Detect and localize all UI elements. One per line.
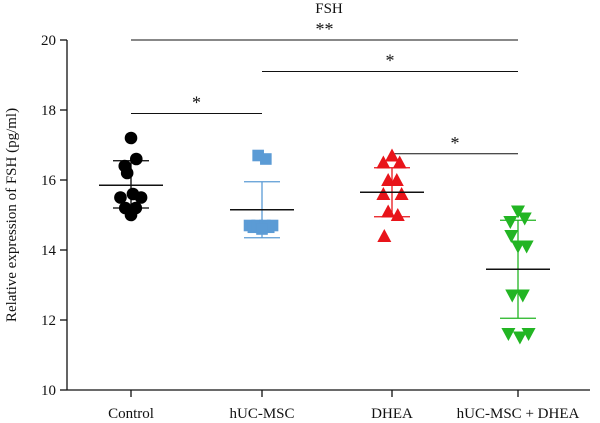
significance-label: * [451, 133, 460, 153]
data-point-triangle-up [390, 208, 405, 221]
data-point-triangle-up [376, 155, 391, 169]
significance-label: ** [316, 19, 334, 39]
data-point-triangle-up [376, 187, 391, 200]
data-point-square [256, 223, 268, 235]
data-point-triangle-down [505, 289, 520, 303]
y-tick-label: 14 [41, 243, 57, 259]
data-point-circle [114, 191, 127, 204]
x-tick-label: DHEA [371, 406, 413, 422]
data-point-triangle-down [521, 328, 536, 341]
data-point-square [252, 149, 264, 162]
data-point-circle [124, 131, 138, 145]
y-axis-label: Relative expression of FSH (pg/ml) [4, 108, 20, 322]
data-points [99, 131, 550, 345]
data-point-triangle-up [377, 229, 392, 242]
y-tick-label: 10 [41, 383, 56, 399]
data-point-circle [129, 152, 143, 166]
data-point-triangle-up [389, 173, 404, 186]
data-point-triangle-down [501, 328, 516, 341]
x-tick-label: Control [108, 406, 154, 422]
chart-title: FSH [315, 1, 343, 17]
data-point-triangle-down [503, 216, 518, 229]
significance-annotations: ***** [131, 19, 518, 155]
data-point-triangle-up [381, 204, 396, 218]
data-point-square [266, 219, 279, 232]
data-point-circle [120, 166, 134, 180]
data-point-triangle-down [511, 205, 525, 219]
significance-label: * [192, 93, 201, 113]
significance-label: * [386, 51, 395, 71]
data-point-circle [129, 201, 143, 215]
y-tick-label: 12 [41, 313, 56, 329]
data-point-triangle-up [394, 187, 409, 200]
data-point-triangle-down [512, 331, 527, 345]
data-point-triangle-down [515, 289, 530, 303]
x-tick-label: hUC-MSC [229, 406, 294, 422]
x-tick-label: hUC-MSC + DHEA [457, 406, 580, 422]
data-point-triangle-down [519, 240, 534, 254]
data-point-triangle-down [504, 230, 519, 243]
y-tick-label: 20 [41, 33, 56, 49]
error-bars [113, 160, 536, 319]
y-tick-label: 16 [41, 173, 57, 189]
data-point-triangle-up [392, 155, 407, 169]
y-tick-label: 18 [41, 103, 56, 119]
data-point-triangle-up [385, 148, 399, 162]
data-point-circle [134, 191, 148, 204]
data-point-square [260, 153, 272, 165]
data-point-triangle-down [517, 212, 532, 226]
